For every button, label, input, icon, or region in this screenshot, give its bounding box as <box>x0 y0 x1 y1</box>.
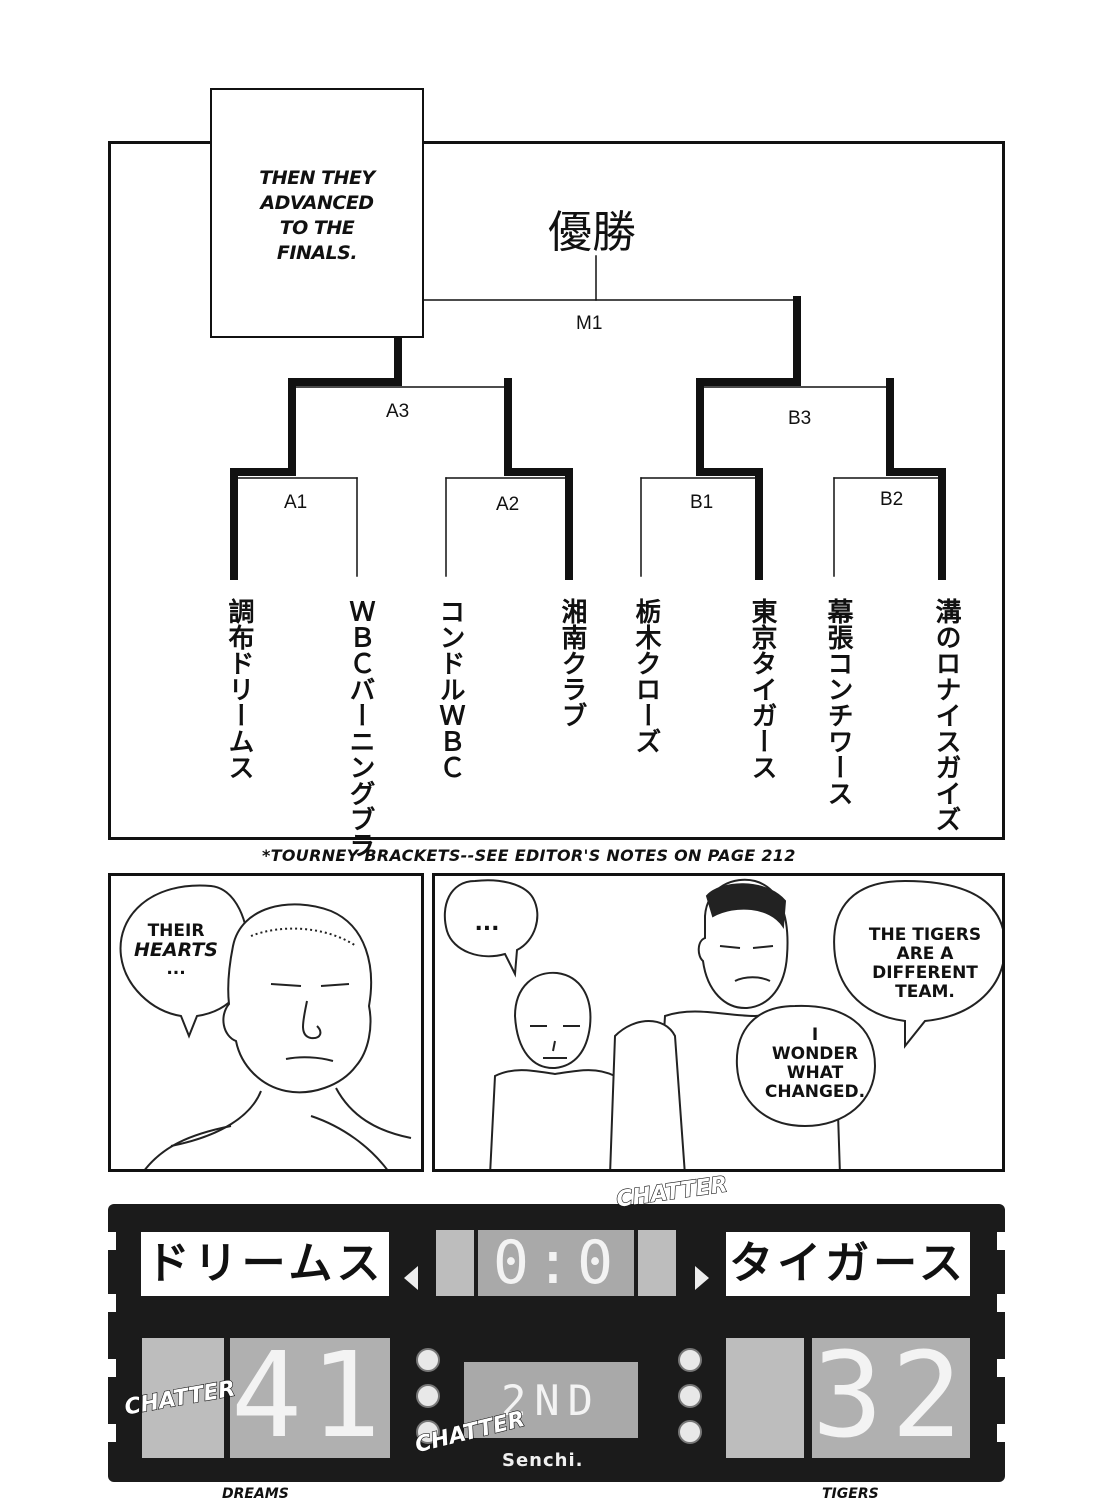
period-indicator: 2ND <box>501 1376 601 1425</box>
match-label-b1: B1 <box>690 492 714 513</box>
home-score: 41 <box>230 1326 390 1464</box>
team-name: 栃木クローズ <box>631 598 661 754</box>
team-name: コンドルＷＢＣ <box>435 598 465 780</box>
foul-indicator-dot <box>678 1384 702 1408</box>
foul-indicator-dot <box>678 1348 702 1372</box>
match-label-a1: A1 <box>284 492 308 513</box>
away-score-box <box>726 1338 804 1458</box>
speech-bubble-tigers: THE TIGERS ARE A DIFFERENT TEAM. <box>868 925 982 1002</box>
home-score-box <box>230 1338 390 1458</box>
home-score-box <box>142 1338 224 1458</box>
foul-indicator-dot <box>678 1420 702 1444</box>
speech-bubble-hearts: THEIR HEARTS ... <box>133 921 218 979</box>
panel-left-portrait: THEIR HEARTS ... <box>108 873 424 1172</box>
match-label-a2: A2 <box>496 494 520 515</box>
home-team-name-plate: ドリームス <box>141 1232 389 1296</box>
match-label-a3: A3 <box>386 401 410 422</box>
speech-bubble-wonder: I WONDER WHAT CHANGED. <box>764 1025 866 1102</box>
clock-box <box>436 1230 474 1296</box>
clock-box <box>638 1230 676 1296</box>
scoreboard-brand: Senchi. <box>502 1450 584 1471</box>
panel-right-players: ... THE TIGERS ARE A DIFFERENT TEAM. I W… <box>432 873 1005 1172</box>
tournament-bracket-lines <box>230 255 946 580</box>
clock-box <box>478 1230 634 1296</box>
away-team-name-plate: タイガース <box>726 1232 970 1296</box>
team-name: 溝のロナイスガイズ <box>931 598 961 832</box>
match-label-b3: B3 <box>788 408 812 429</box>
away-score-box <box>812 1338 970 1458</box>
team-name: 湘南クラブ <box>557 598 587 728</box>
scoreboard-edge-notches <box>108 1232 1005 1442</box>
home-team-label: DREAMS <box>222 1486 289 1502</box>
foul-indicator-dot <box>416 1420 440 1444</box>
match-label-b2: B2 <box>880 489 904 510</box>
editor-note: *TOURNEY BRACKETS--SEE EDITOR'S NOTES ON… <box>262 846 796 865</box>
foul-indicator-dot <box>416 1348 440 1372</box>
away-team-label: TIGERS <box>822 1486 879 1502</box>
bracket-title: 優勝 <box>548 207 636 258</box>
player-portrait-illustration <box>119 884 412 1169</box>
speech-bubble-ellipsis: ... <box>474 911 500 936</box>
team-name: 東京タイガース <box>747 598 777 780</box>
match-label-final: M1 <box>576 313 603 334</box>
period-box <box>464 1362 638 1438</box>
narration-caption-box: THEN THEY ADVANCED TO THE FINALS. <box>210 88 424 338</box>
game-clock: 0:0 <box>492 1228 620 1298</box>
team-name: ＷＢＣバーニングブラ <box>345 598 375 858</box>
narration-caption: THEN THEY ADVANCED TO THE FINALS. <box>259 167 375 264</box>
away-score: 32 <box>812 1326 971 1464</box>
team-name: 幕張コンチワース <box>823 598 853 806</box>
foul-indicator-dot <box>416 1384 440 1408</box>
players-illustration <box>443 878 1002 1169</box>
team-name: 調布ドリームス <box>224 598 254 780</box>
